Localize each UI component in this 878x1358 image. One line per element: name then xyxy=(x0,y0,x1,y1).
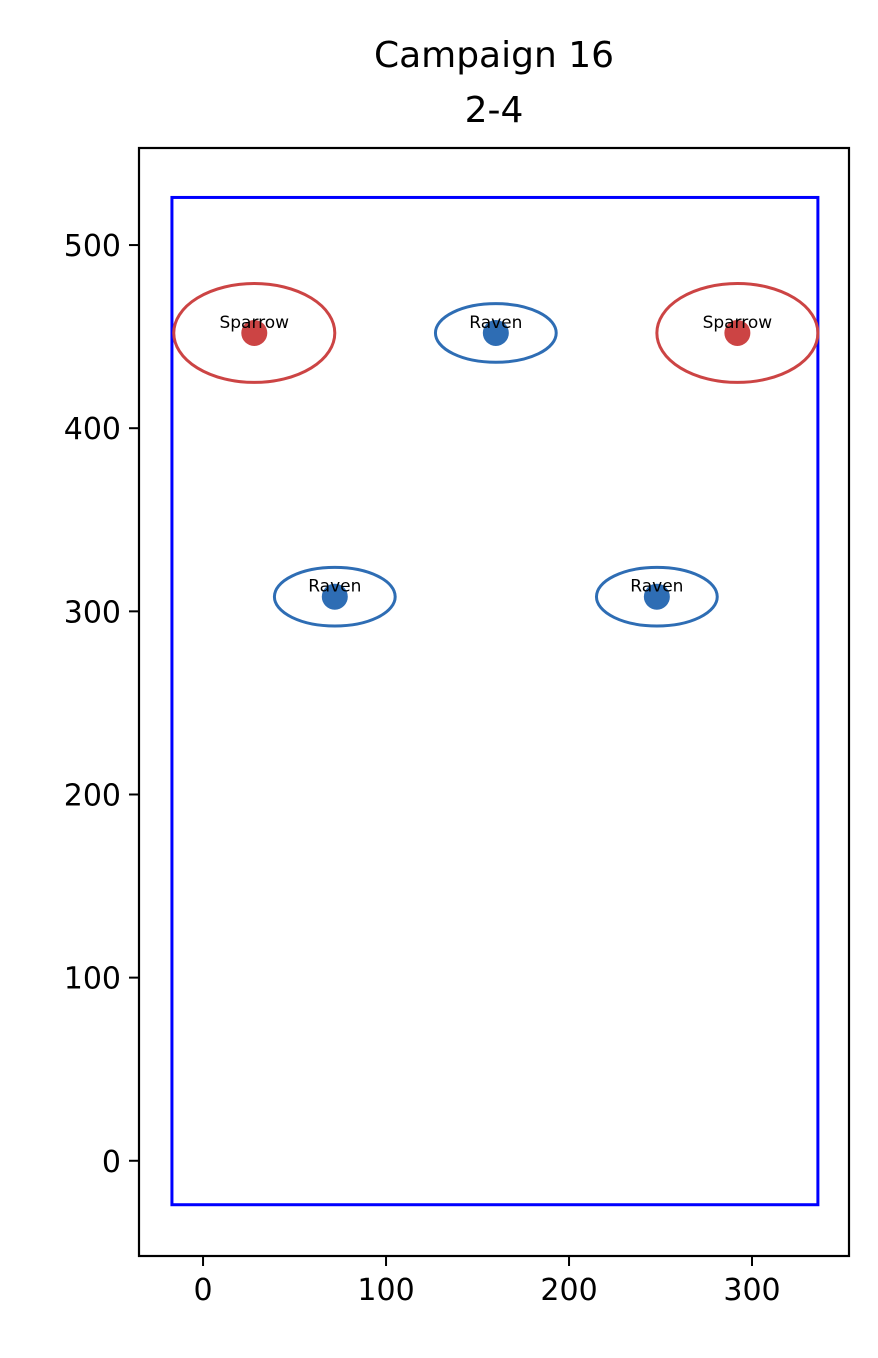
range-ellipse xyxy=(655,282,820,384)
y-tick-label: 400 xyxy=(64,412,121,447)
range-ellipse xyxy=(433,302,558,364)
axes-frame xyxy=(137,146,851,1258)
x-tick-label: 0 xyxy=(193,1273,212,1308)
y-tick-label: 100 xyxy=(64,962,121,997)
chart-title-line-1: Campaign 16 xyxy=(374,35,614,76)
unit-label: Raven xyxy=(308,577,361,597)
range-ellipse xyxy=(272,565,397,628)
y-tick-label: 300 xyxy=(64,595,121,630)
unit-label: Raven xyxy=(469,313,522,333)
unit-label: Raven xyxy=(630,577,683,597)
range-ellipse xyxy=(594,565,719,628)
x-tick-label: 100 xyxy=(357,1273,414,1308)
unit-label: Sparrow xyxy=(703,313,773,333)
y-tick-label: 200 xyxy=(64,778,121,813)
unit-label: Sparrow xyxy=(219,313,289,333)
unit-point xyxy=(241,319,268,346)
y-tick-label: 500 xyxy=(64,229,121,264)
x-tick-label: 200 xyxy=(540,1273,597,1308)
range-ellipse xyxy=(172,282,337,384)
chart-title-line-2: 2-4 xyxy=(465,90,524,131)
unit-point xyxy=(321,583,348,610)
unit-point xyxy=(643,583,670,610)
y-tick-label: 0 xyxy=(102,1145,121,1180)
unit-point xyxy=(482,319,509,346)
boundary-rect xyxy=(170,195,820,1207)
x-tick-label: 300 xyxy=(723,1273,780,1308)
unit-point xyxy=(724,319,751,346)
